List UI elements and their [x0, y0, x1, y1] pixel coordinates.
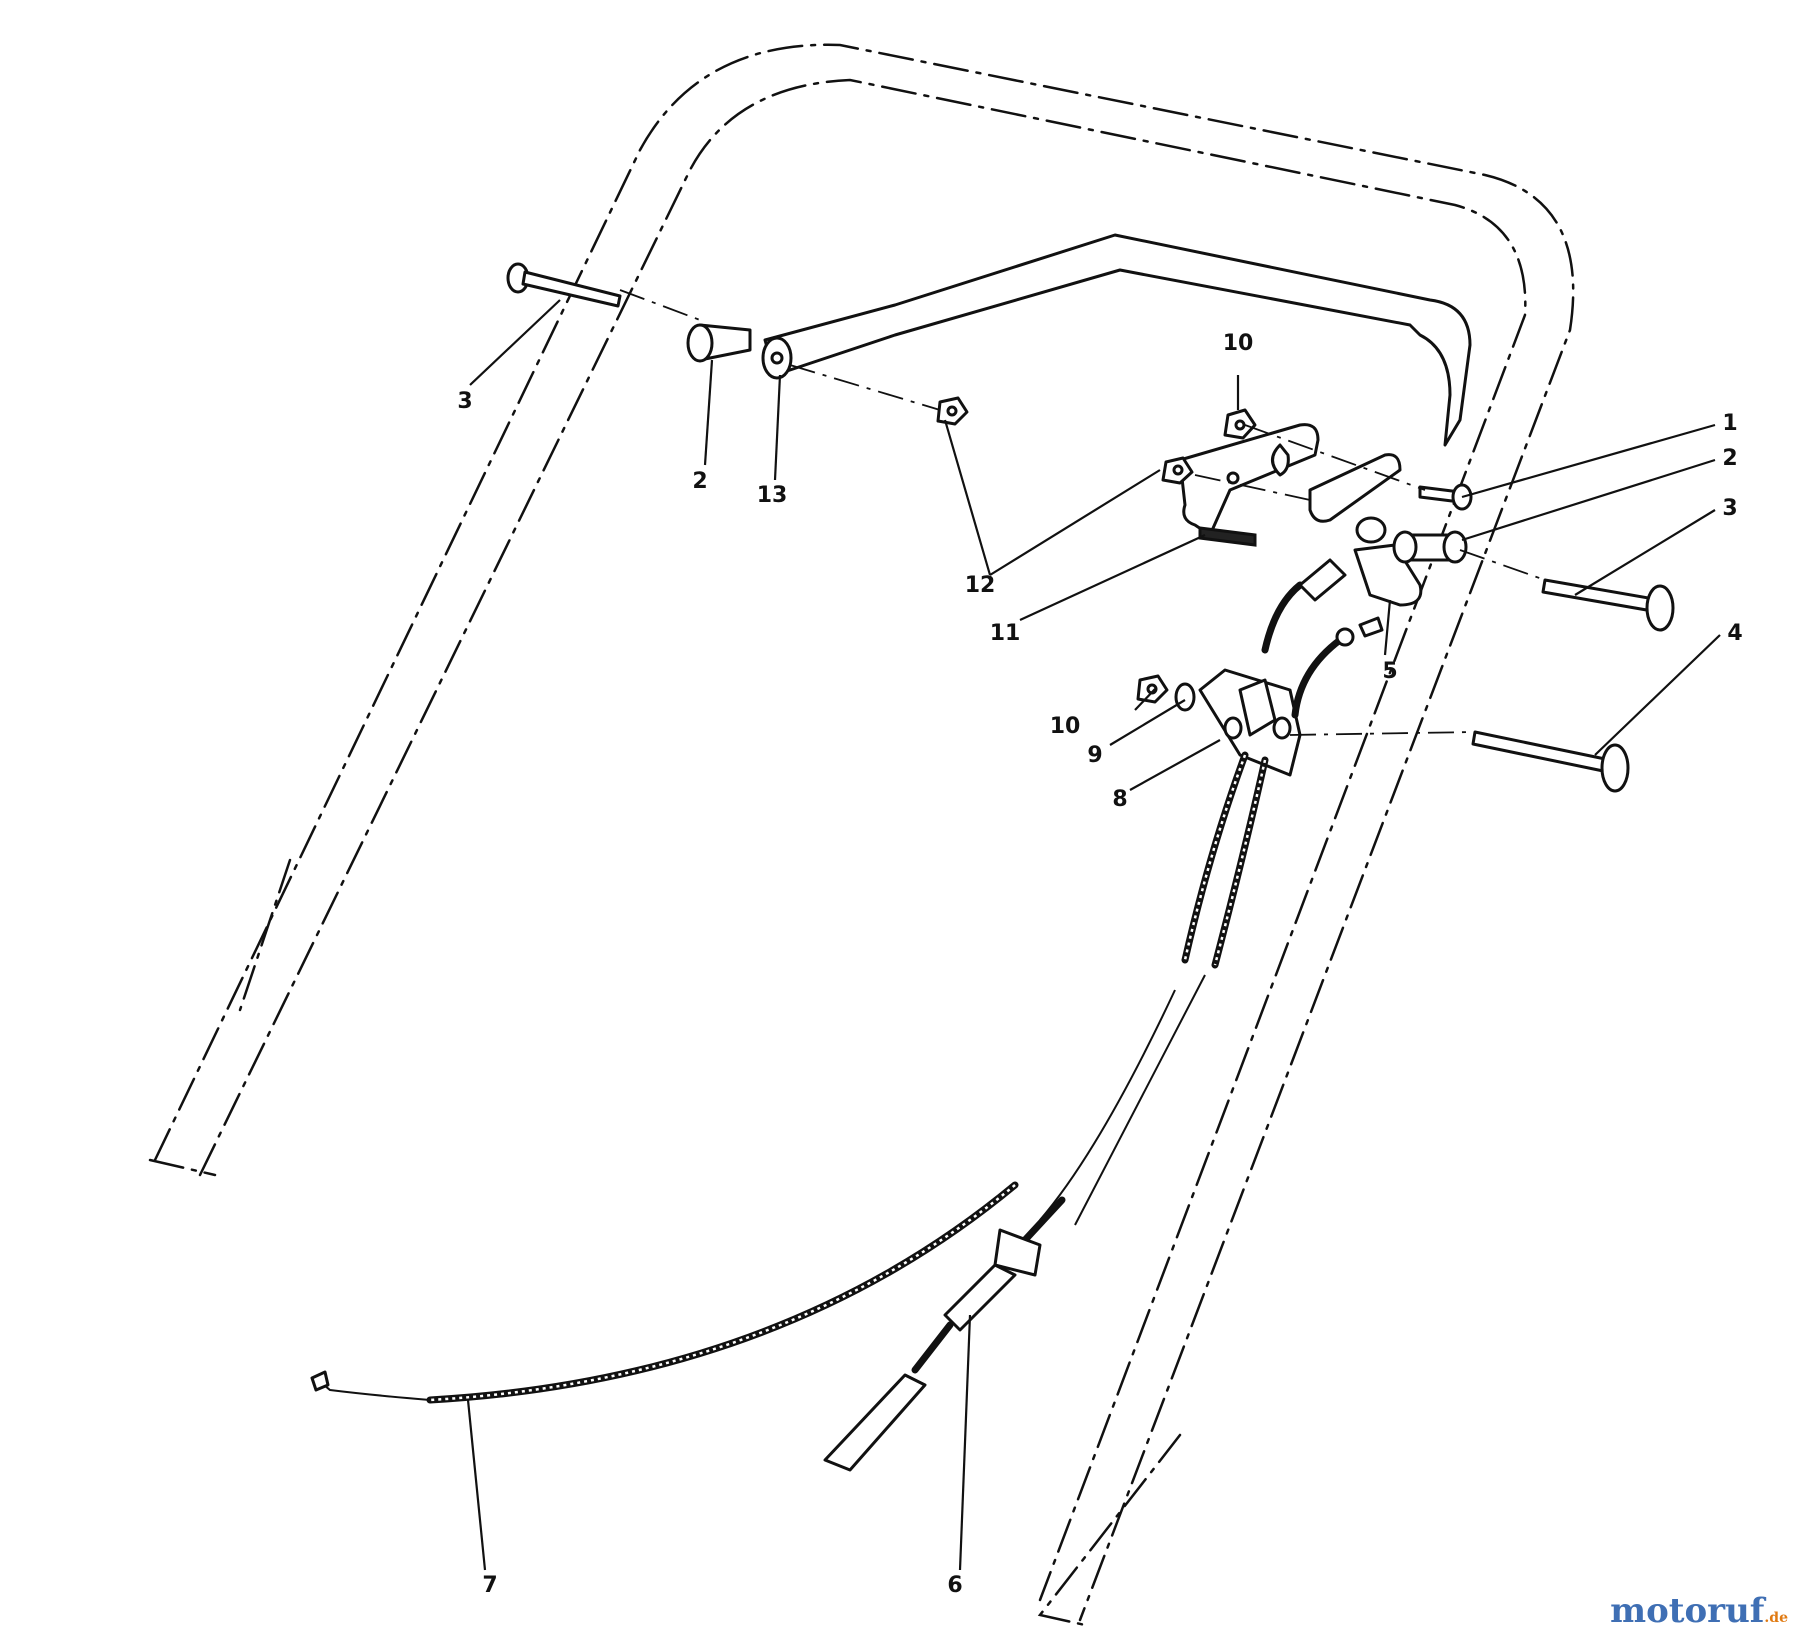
- carriage-bolt-right: [1541, 578, 1675, 632]
- control-cables: [1039, 581, 1344, 1226]
- callout-10-upper: 10: [1223, 331, 1254, 356]
- bushing-right: [1392, 530, 1468, 564]
- cable-end-hook: [1335, 616, 1384, 647]
- watermark-suffix: .de: [1764, 1610, 1788, 1626]
- callout-3-left: 3: [457, 389, 472, 414]
- callout-6: 6: [947, 1573, 962, 1598]
- callout-11: 11: [990, 621, 1021, 646]
- callout-8: 8: [1112, 787, 1127, 812]
- callout-labels: 1 2 3 2 3 4 5 6 7 8 9 10 10 11 12 13: [457, 331, 1742, 1598]
- carriage-bolt-long: [1471, 730, 1630, 793]
- bail-bar: [761, 233, 1472, 447]
- bushing-left: [686, 323, 752, 363]
- cable-end-upper: [1298, 558, 1347, 602]
- lever-plate: [1178, 423, 1320, 547]
- cable-7: [310, 1181, 1019, 1404]
- leader-lines: [466, 299, 1721, 1571]
- nut-upper: [1223, 408, 1257, 440]
- callout-1: 1: [1722, 411, 1737, 436]
- callout-7: 7: [482, 1573, 497, 1598]
- nut-lower: [1136, 674, 1169, 704]
- callout-2-left: 2: [692, 469, 707, 494]
- callout-5: 5: [1382, 659, 1397, 684]
- nut-left: [936, 396, 969, 426]
- nut-mid: [1161, 456, 1194, 485]
- watermark-text: motoruf: [1610, 1591, 1765, 1631]
- washer: [1174, 682, 1196, 712]
- carriage-bolt-left: [506, 262, 622, 308]
- callout-4: 4: [1727, 621, 1742, 646]
- pivot-link: [1308, 453, 1402, 523]
- cable-6-adjuster: [823, 1196, 1066, 1472]
- handle-frame-outline: [148, 43, 1575, 1627]
- callout-12: 12: [965, 573, 996, 598]
- callout-2-right: 2: [1722, 446, 1737, 471]
- cable-clamp: [1198, 668, 1302, 777]
- watermark-logo: motoruf.de: [1610, 1591, 1788, 1631]
- callout-13: 13: [757, 483, 788, 508]
- assembly-axes: [619, 289, 1546, 736]
- callout-3-right: 3: [1722, 496, 1737, 521]
- callout-10-lower: 10: [1050, 714, 1081, 739]
- callout-9: 9: [1087, 743, 1102, 768]
